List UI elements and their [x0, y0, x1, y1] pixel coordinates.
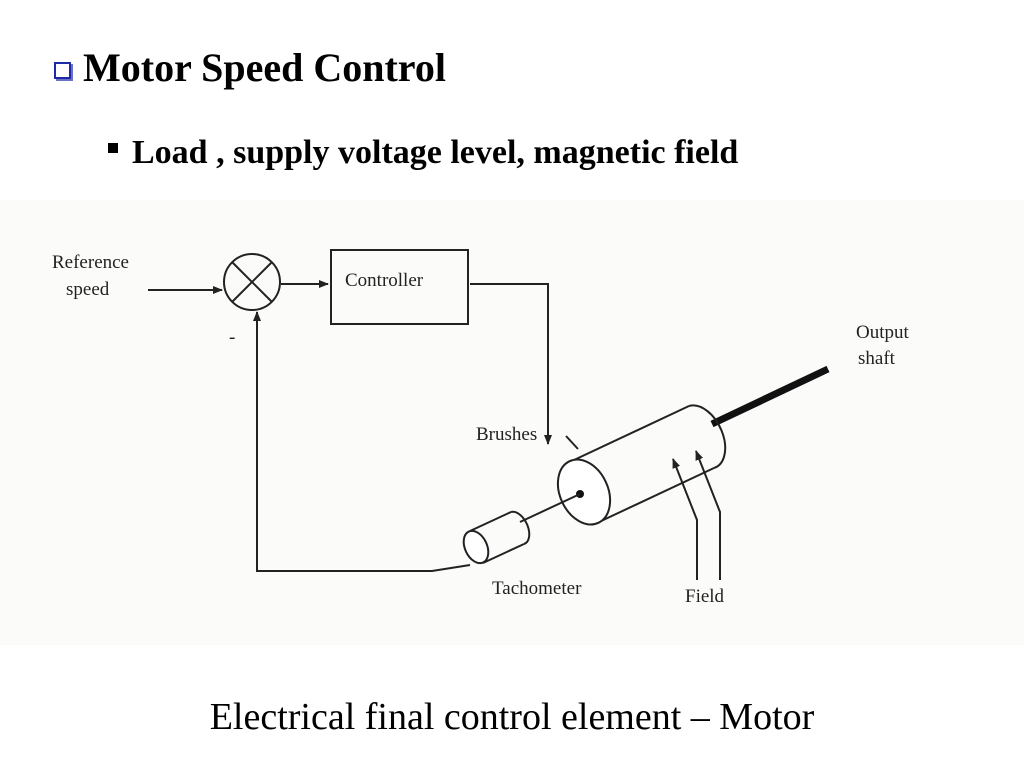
tachometer [462, 510, 531, 565]
slide-title: Motor Speed Control [83, 45, 446, 90]
slide-subtitle: Load , supply voltage level, magnetic fi… [132, 134, 739, 171]
output-shaft [710, 365, 830, 428]
subtitle-bullet-row: Load , supply voltage level, magnetic fi… [108, 132, 738, 174]
slide-caption: Electrical final control element – Motor [209, 696, 815, 738]
controller-output-line [470, 283, 552, 445]
tachometer-label: Tachometer [492, 578, 582, 599]
controller-box [330, 249, 469, 325]
field-label: Field [685, 586, 725, 607]
summing-junction [223, 253, 281, 311]
field-arrow-2 [695, 450, 721, 580]
title-bullet-row: Motor Speed Control [54, 44, 446, 92]
output-label-line1: Output [856, 322, 910, 343]
motor-cylinder [556, 404, 727, 526]
field-arrow-1 [672, 458, 698, 580]
filled-square-icon [108, 143, 118, 153]
feedback-line [253, 311, 471, 572]
motor-control-diagram: Reference speed - Controller [0, 200, 1024, 645]
reference-label-line1: Reference [52, 252, 129, 273]
controller-label: Controller [345, 270, 424, 291]
output-label-line2: shaft [858, 348, 896, 369]
brushes-pointer [565, 435, 579, 450]
brushes-label: Brushes [476, 424, 537, 445]
diagram-svg: Reference speed - Controller [52, 249, 910, 607]
reference-label-line2: speed [66, 279, 110, 300]
tachometer-shaft [519, 493, 581, 523]
minus-sign: - [229, 327, 235, 348]
hollow-square-icon [54, 61, 71, 79]
